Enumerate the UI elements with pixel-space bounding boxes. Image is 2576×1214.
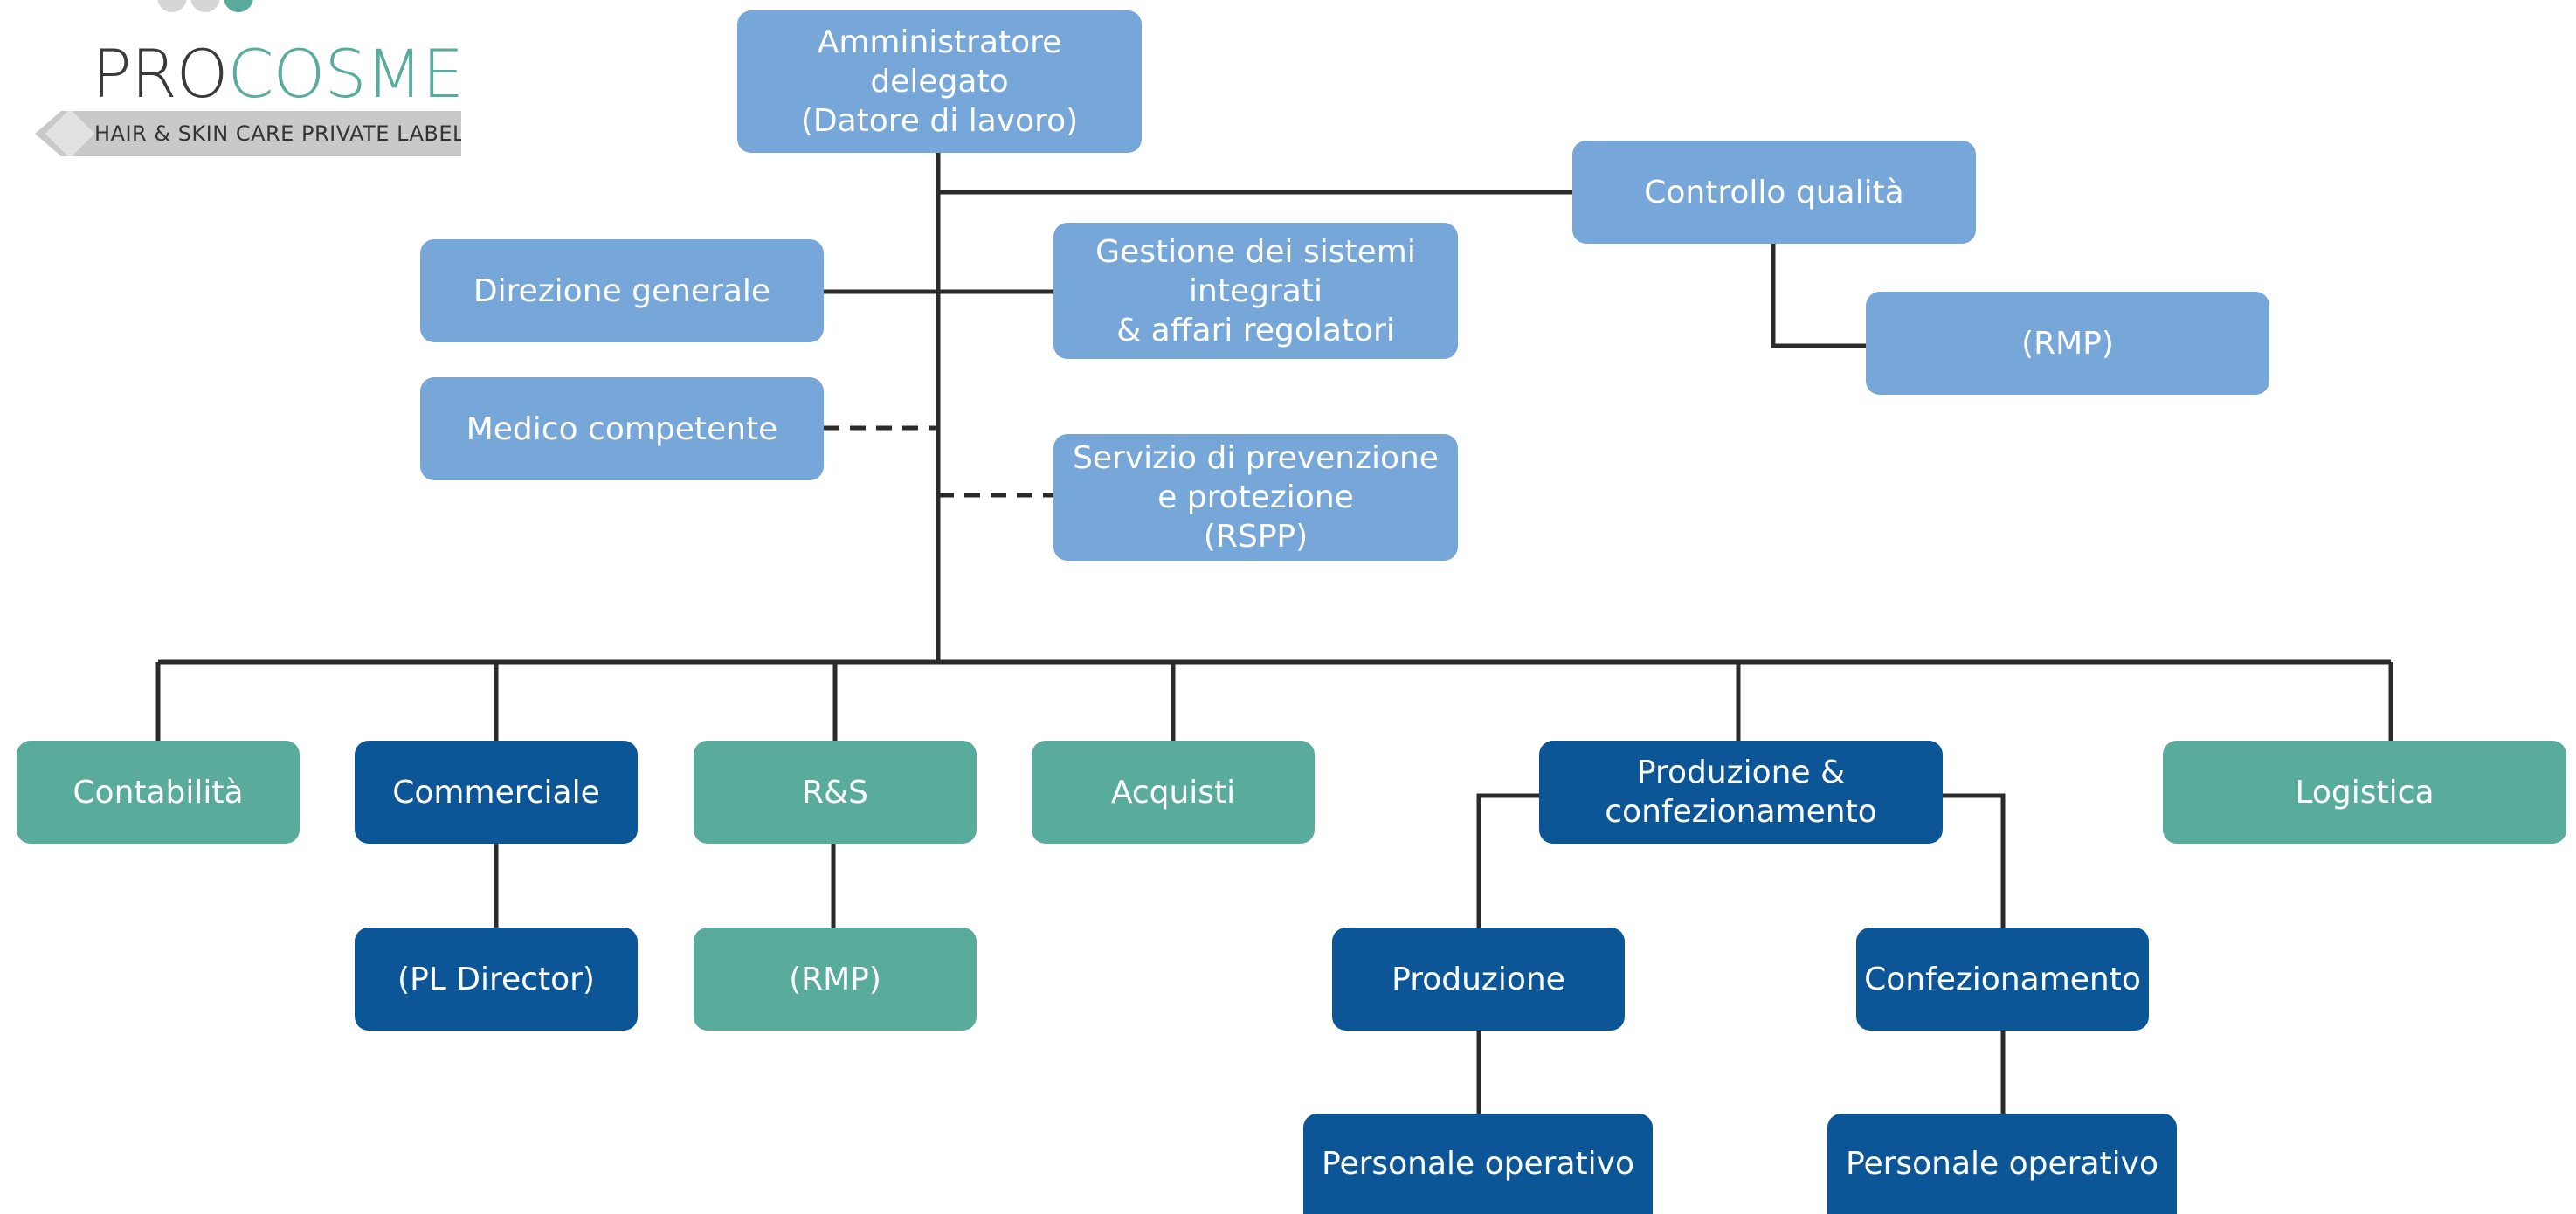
node-prevention-service: Servizio di prevenzione e protezione (RS…: [1053, 434, 1458, 561]
node-commercial: Commerciale: [355, 741, 638, 844]
logo-wordmark: PROCOSME: [92, 35, 464, 113]
node-quality-control: Controllo qualità: [1572, 141, 1976, 244]
node-ceo: Amministratore delegato (Datore di lavor…: [737, 10, 1142, 153]
logo-leaf-icon: [190, 0, 220, 12]
node-rnd-rmp: (RMP): [694, 928, 977, 1031]
node-production-staff: Personale operativo: [1303, 1114, 1653, 1214]
logo-leaf-icon: [224, 0, 253, 12]
node-general-management: Direzione generale: [420, 239, 824, 342]
node-company-doctor: Medico competente: [420, 377, 824, 480]
node-logistics: Logistica: [2163, 741, 2566, 844]
node-accounting: Contabilità: [17, 741, 300, 844]
node-purchasing: Acquisti: [1032, 741, 1315, 844]
node-packaging-staff: Personale operativo: [1827, 1114, 2177, 1214]
logo-wordmark-cosme: COSME: [227, 35, 464, 113]
logo-wordmark-pro: PRO: [92, 35, 228, 113]
logo-tagline-banner: HAIR & SKIN CARE PRIVATE LABELS: [35, 111, 461, 156]
logo-diamond-icon: [45, 111, 95, 156]
node-production: Produzione: [1332, 928, 1625, 1031]
node-packaging: Confezionamento: [1856, 928, 2149, 1031]
to-production-line: [1476, 793, 1539, 928]
node-rnd: R&S: [694, 741, 977, 844]
node-integrated-systems: Gestione dei sistemi integrati & affari …: [1053, 223, 1458, 359]
logo-tagline: HAIR & SKIN CARE PRIVATE LABELS: [94, 121, 479, 146]
logo-leaf-icon: [157, 0, 187, 12]
quality-to-rmp-line: [1771, 243, 1866, 348]
to-packaging-line: [1942, 793, 2006, 928]
node-quality-rmp: (RMP): [1866, 292, 2269, 395]
procosme-logo: PROCOSME HAIR & SKIN CARE PRIVATE LABELS: [35, 0, 464, 159]
node-pl-director: (PL Director): [355, 928, 638, 1031]
node-production-packaging: Produzione & confezionamento: [1539, 741, 1943, 844]
